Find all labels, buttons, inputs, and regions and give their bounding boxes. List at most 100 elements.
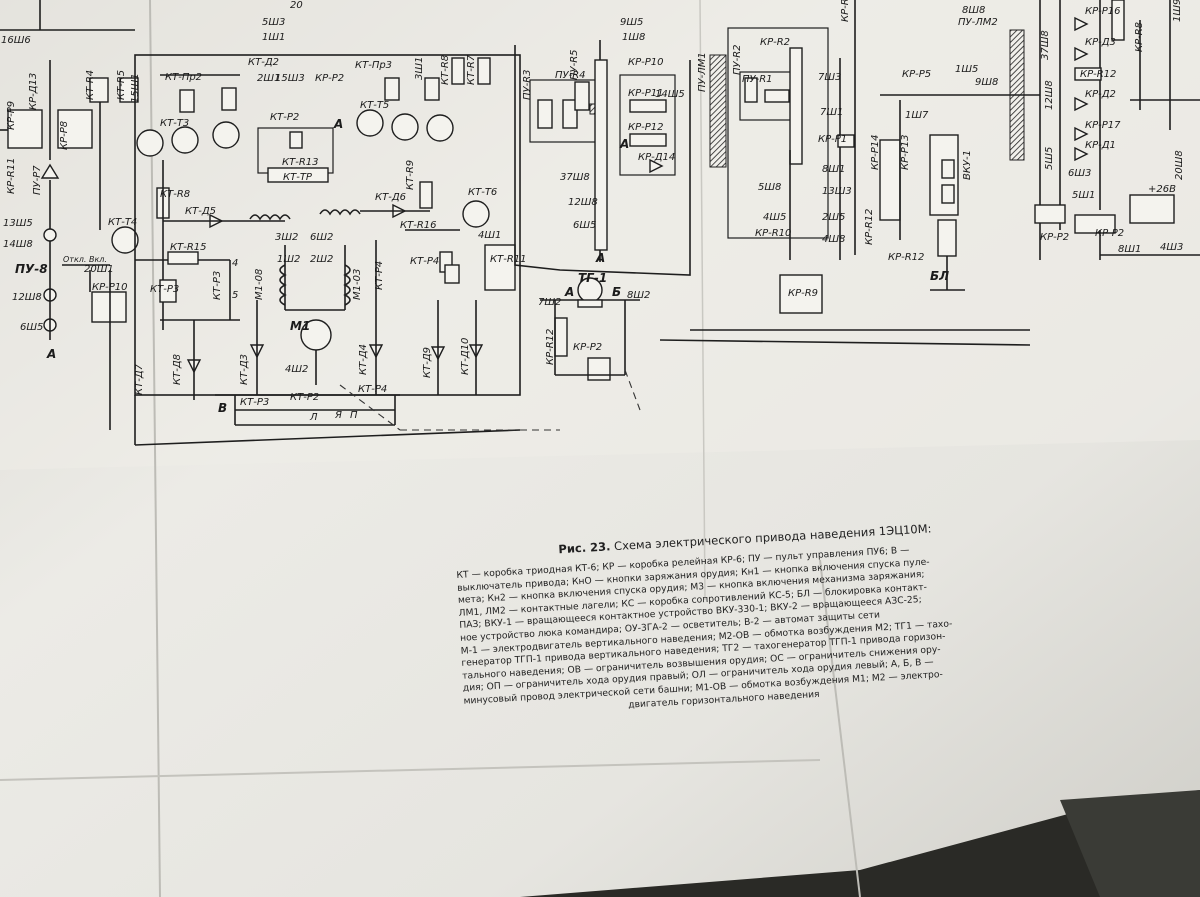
node-a-pu: А [619, 137, 629, 151]
label-kr-p2-right: КР-Р2 [1040, 232, 1069, 243]
label-kt-d8: КТ-Д8 [172, 354, 183, 385]
label-15sh1: 15Ш1 [130, 73, 141, 103]
node-a-tg: А [564, 285, 574, 299]
label-15sh3: 15Ш3 [275, 73, 305, 84]
label-kt-pr3: КТ-Пр3 [355, 60, 392, 71]
label-pu-lm1: ПУ-ЛМ1 [697, 52, 708, 92]
relay-box-kr [659, 0, 1040, 346]
node-a-left: А [46, 347, 56, 361]
label-2sh2: 2Ш2 [310, 254, 333, 265]
label-kr-p16: КР-Р16 [1085, 6, 1121, 17]
label-kr-d1: КР-Д1 [1085, 140, 1116, 151]
transistor-kt-t4 [111, 226, 139, 254]
label-20sh8: 20Ш8 [1174, 150, 1185, 180]
label-kr-p8: КР-Р8 [59, 121, 70, 150]
label-kt-p2b: КТ-Р2 [290, 392, 319, 403]
label-kt-d2: КТ-Д2 [248, 57, 279, 68]
label-3sh1: 3Ш1 [414, 57, 425, 80]
label-12sh8c: 12Ш8 [1044, 80, 1055, 110]
label-1sh9: 1Ш9 [1172, 0, 1183, 22]
label-pu-p7: ПУ-Р7 [32, 165, 43, 195]
contact-lm1 [709, 54, 727, 168]
caption-legend: КТ — коробка триодная КТ-6; КР — коробка… [456, 541, 984, 721]
label-3sh2: 3Ш2 [275, 232, 298, 243]
label-kr-p11: КР-Р11 [628, 88, 664, 99]
node-ya: Я [334, 410, 342, 421]
label-kr-r2: КР-R2 [760, 37, 790, 48]
label-13sh5: 13Ш5 [3, 218, 33, 229]
label-kt-d4: КТ-Д4 [358, 344, 369, 375]
label-kt-p2c: КР-Р2 [573, 342, 602, 353]
label-kt-d10: КТ-Д10 [460, 338, 471, 375]
label-kt-r7: КТ-R7 [466, 54, 477, 85]
label-kt-r11: КТ-R11 [490, 254, 527, 265]
label-pu-r1: ПУ-R1 [742, 74, 773, 85]
label-14sh8: 14Ш8 [3, 239, 33, 250]
label-kr-r1: КР-R1 [840, 0, 851, 22]
label-14sh5: 14Ш5 [655, 89, 685, 100]
label-kt-t6: КТ-Т6 [468, 187, 497, 198]
label-kr-p14: КР-Р14 [870, 135, 881, 171]
node-b: Б [612, 285, 621, 299]
label-kr-r11: КР-R11 [6, 158, 17, 194]
label-kr-r9: КР-R9 [788, 288, 818, 299]
label-1sh7: 1Ш7 [905, 110, 929, 121]
label-kt-p2: КТ-Р2 [270, 112, 299, 123]
label-16sh6: 16Ш6 [1, 35, 31, 46]
label-kr-r12-right: КР-R12 [1080, 69, 1116, 80]
label-kt-r9: КТ-R9 [405, 160, 416, 190]
label-5sh5: 5Ш5 [1044, 147, 1055, 170]
label-37sh8b: 37Ш8 [1040, 30, 1051, 60]
label-6sh5: 6Ш5 [20, 322, 43, 333]
label-kt-p3b: КТ-Р3 [212, 271, 223, 300]
label-m1-03: М1-03 [352, 269, 363, 300]
label-4sh2: 4Ш2 [285, 364, 308, 375]
label-kr-p10: КР-Р10 [628, 57, 664, 68]
label-6sh3: 6Ш3 [1068, 168, 1091, 179]
label-5sh8: 5Ш8 [758, 182, 781, 193]
label-bl: БЛ [930, 269, 949, 283]
label-kr-d13: КР-Д13 [28, 73, 39, 110]
label-7sh2: 7Ш2 [538, 297, 561, 308]
label-kt-p4b: КТ-Р4 [374, 261, 385, 290]
label-pu-r4: ПУ-R4 [555, 70, 586, 81]
figure-caption: Рис. 23. Схема электрического привода на… [455, 519, 984, 721]
label-plus26: +26В [1148, 184, 1176, 195]
transistor-kt-t5 [356, 109, 384, 137]
label-kr-r12c: КР-R12 [888, 252, 924, 263]
label-20sh1: 20Ш1 [84, 264, 114, 275]
label-6sh2: 6Ш2 [310, 232, 333, 243]
label-otkl-vkl: Откл. Вкл. [63, 255, 107, 264]
label-kt-t4: КТ-Т4 [108, 217, 137, 228]
figure-number: Рис. 23. [558, 539, 611, 557]
right-section [1034, 0, 1200, 260]
label-2sh1: 2Ш1 [257, 73, 280, 84]
label-kt-d3: КТ-Д3 [239, 354, 250, 385]
label-kt-p3: КТ-Р3 [150, 284, 179, 295]
transistor-kt-t8 [426, 114, 454, 142]
label-p20: 20 [290, 0, 303, 11]
label-pu-r5: ПУ-R5 [569, 49, 580, 80]
transistor-kt-t6 [462, 200, 490, 228]
label-kt-d9: КТ-Д9 [422, 347, 433, 378]
label-4sh5: 4Ш5 [763, 212, 786, 223]
label-6sh5b: 6Ш5 [573, 220, 596, 231]
label-rot-4: 4 [232, 258, 238, 269]
label-kr-p2-right2: КР-Р2 [1095, 228, 1124, 239]
label-4sh8: 4Ш8 [822, 234, 845, 245]
transistor-kt-t3 [171, 126, 199, 154]
label-m1-08: М1-08 [254, 269, 265, 300]
triode-box-kt [134, 54, 560, 446]
label-kt-r16: КТ-R16 [400, 220, 437, 231]
label-8sh2: 8Ш2 [627, 290, 650, 301]
label-8sh8: 8Ш8 [962, 5, 985, 16]
label-13sh3: 13Ш3 [822, 186, 852, 197]
label-pu-r2: ПУ-R2 [732, 44, 743, 75]
label-kr-r8: КР-R8 [1134, 22, 1145, 52]
label-pu-lm2: ПУ-ЛМ2 [958, 17, 998, 28]
label-kr-r12b: КР-R12 [864, 209, 875, 245]
label-7sh3: 7Ш3 [818, 72, 841, 83]
label-4sh1: 4Ш1 [478, 230, 501, 241]
label-kt-pr2: КТ-Пр2 [165, 72, 202, 83]
